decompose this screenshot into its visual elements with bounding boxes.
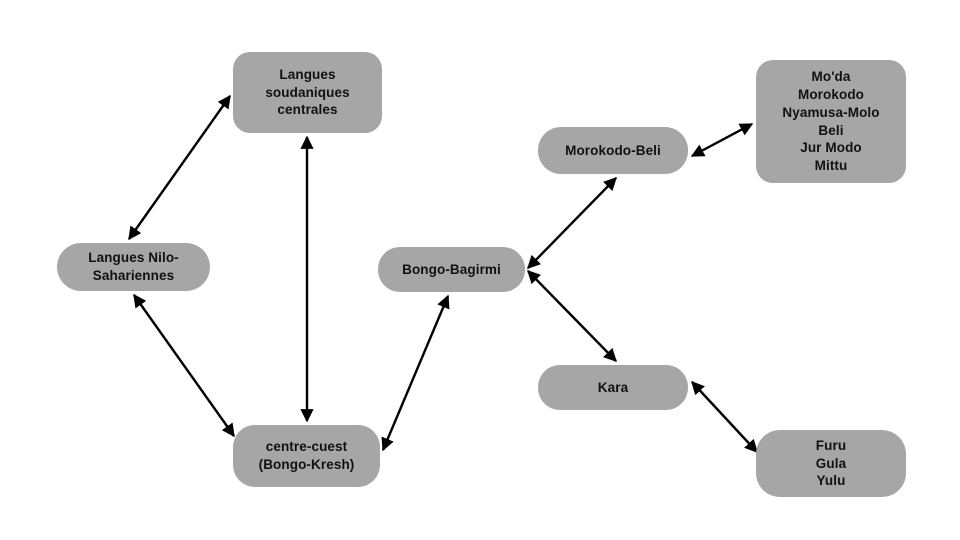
node-label: Bongo-Bagirmi [402,261,501,277]
node-label: Kara [597,379,629,395]
edge-nilo-saharan-to-central-sudanic [128,94,231,241]
node-furu-language-group[interactable]: Furu Gula Yulu [756,430,906,497]
node-label: Morokodo-Beli [565,142,661,158]
node-morokodo-beli[interactable]: Morokodo-Beli [538,127,688,174]
edge-morokodo-beli-to-moda-group [690,122,754,158]
node-kara[interactable]: Kara [538,365,688,410]
node-label: Mo'da Morokodo Nyamusa-Molo Beli Jur Mod… [782,68,880,174]
edge-bongo-bagirmi-to-morokodo-beli [527,177,617,269]
edge-kara-to-furu-group [691,381,758,453]
node-moda-language-group[interactable]: Mo'da Morokodo Nyamusa-Molo Beli Jur Mod… [756,60,906,183]
node-centre-cuest-bongo-kresh[interactable]: centre-cuest (Bongo-Kresh) [233,425,380,487]
node-label: Langues Nilo- Sahariennes [88,250,179,283]
node-bongo-bagirmi[interactable]: Bongo-Bagirmi [378,247,525,292]
edge-nilo-saharan-to-centre-ouest [133,293,235,438]
node-label: Langues soudaniques centrales [265,66,350,118]
node-langues-soudaniques-centrales[interactable]: Langues soudaniques centrales [233,52,382,133]
edge-centre-ouest-to-bongo-bagirmi [381,294,450,452]
edge-bongo-bagirmi-to-kara [527,270,617,362]
node-label: centre-cuest (Bongo-Kresh) [258,439,355,472]
node-langues-nilo-sahariennes[interactable]: Langues Nilo- Sahariennes [57,243,210,291]
node-label: Furu Gula Yulu [815,437,847,489]
